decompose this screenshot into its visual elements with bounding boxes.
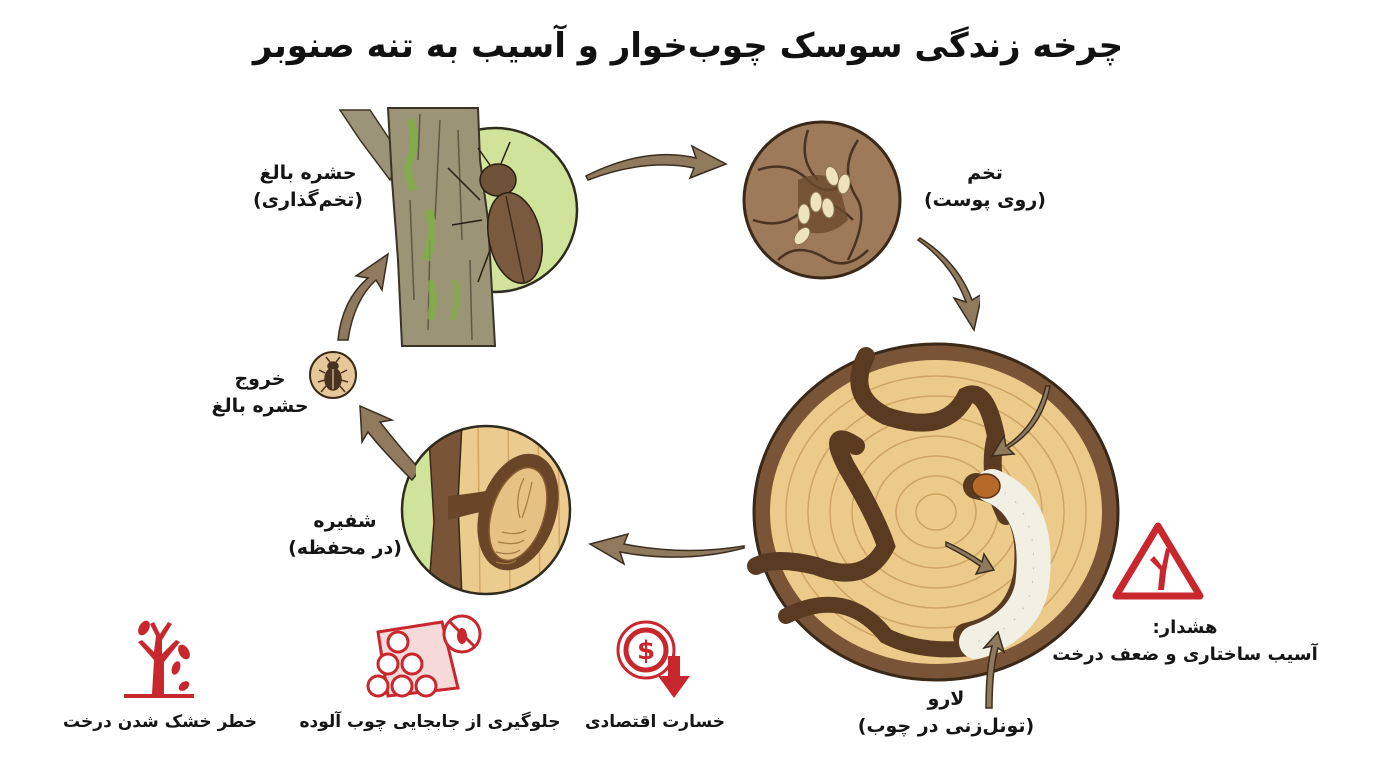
larva-stage-subtitle: (تونل‌زنی در چوب) (857, 715, 1035, 737)
impact-label-prevent-transport: جلوگیری از جابجایی چوب آلوده (299, 712, 561, 732)
pupa-stage-illustration (398, 422, 574, 598)
arrow-larva-to-pupa (580, 528, 750, 568)
egg-stage-illustration (738, 110, 908, 290)
egg-stage-label: تخم (روی پوست) (910, 160, 1060, 214)
emergence-subtitle: حشره بالغ (211, 395, 309, 417)
warning-title: هشدار: (1152, 617, 1218, 638)
warning-label: هشدار: آسیب ساختاری و ضعف درخت (1040, 614, 1330, 668)
larva-stage-title: لارو (927, 688, 965, 710)
adult-stage-label: حشره بالغ (تخم‌گذاری) (218, 160, 398, 214)
egg-stage-subtitle: (روی پوست) (924, 189, 1046, 211)
impact-label-economic-loss: خسارت اقتصادی (584, 712, 726, 732)
pupa-stage-title: شفیره (313, 510, 377, 532)
arrow-pupa-to-emergence (336, 404, 416, 484)
arrow-adult-to-egg (580, 140, 730, 190)
dying-tree-icon (114, 616, 204, 700)
diagram-title: چرخه زندگی سوسک چوب‌خوار و آسیب به تنه ص… (252, 26, 1124, 66)
arrow-emergence-to-adult (334, 252, 390, 342)
warning-subtitle: آسیب ساختاری و ضعف درخت (1052, 644, 1318, 665)
money-loss-icon: $ (612, 616, 702, 700)
larva-pointer-arrow (976, 630, 1006, 710)
arrow-egg-to-larva (910, 236, 980, 336)
emergence-beetle-badge (308, 350, 358, 400)
egg-stage-title: تخم (967, 162, 1003, 184)
pupa-stage-subtitle: (در محفظه) (288, 537, 402, 559)
larva-stage-label: لارو (تونل‌زنی در چوب) (846, 686, 1046, 740)
emergence-title: خروج (234, 368, 286, 390)
emergence-label: خروج حشره بالغ (200, 366, 320, 420)
adult-stage-title: حشره بالغ (259, 162, 357, 184)
pupa-stage-label: شفیره (در محفظه) (280, 508, 410, 562)
larva-stage-illustration (746, 336, 1126, 686)
svg-text:$: $ (637, 636, 655, 666)
impact-label-tree-death: خطر خشک شدن درخت (63, 712, 257, 732)
warning-triangle-icon (1110, 520, 1206, 600)
no-beetle-logs-icon (358, 612, 488, 698)
adult-stage-illustration (330, 100, 590, 350)
adult-stage-subtitle: (تخم‌گذاری) (253, 189, 363, 211)
